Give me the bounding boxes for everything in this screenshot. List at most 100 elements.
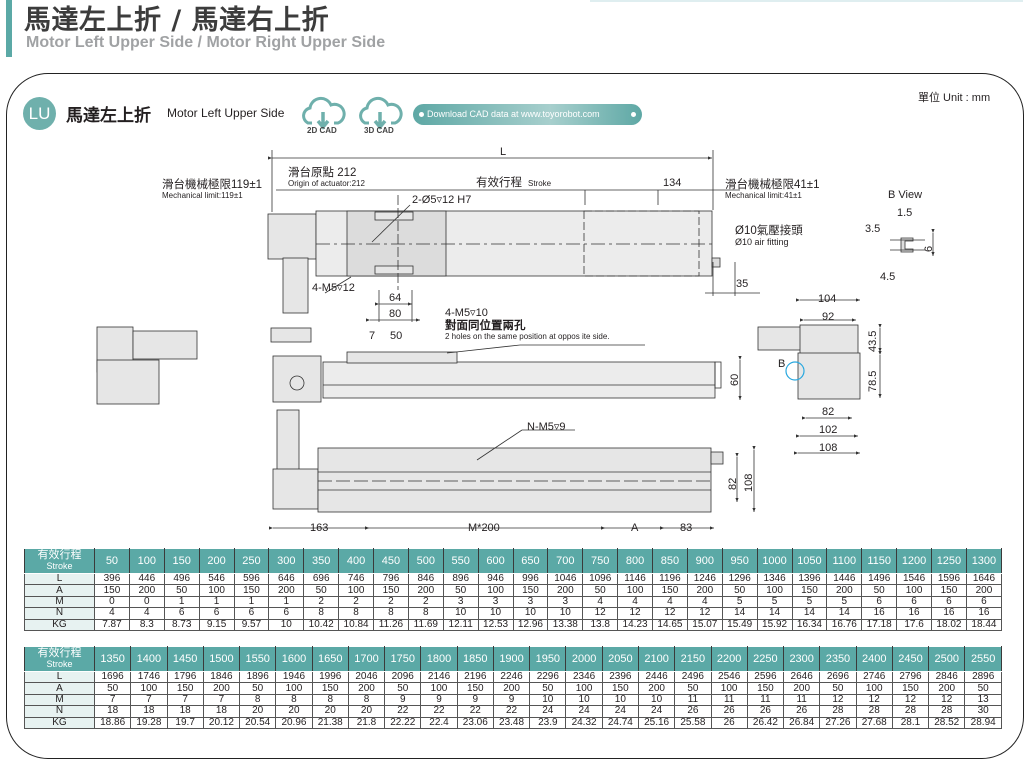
b-view-detail xyxy=(890,229,935,256)
table-cell: 7 xyxy=(93,693,132,707)
table-cell: 16.34 xyxy=(791,618,828,631)
table-cell: 2 xyxy=(303,595,340,609)
bottom-view xyxy=(269,409,756,530)
cad-2d-download-icon[interactable] xyxy=(300,90,346,136)
table-cell: 25.58 xyxy=(674,716,712,729)
table-cell: 150 xyxy=(601,682,639,695)
download-cad-button[interactable]: Download CAD data at www.toyorobot.com xyxy=(413,104,642,125)
bottom-dim-a: A xyxy=(631,522,639,534)
table-cell: 24.32 xyxy=(565,716,603,729)
table-cell: 22.22 xyxy=(384,716,422,729)
table-cell: 8 xyxy=(239,693,277,707)
cad-3d-label[interactable]: 3D CAD xyxy=(364,126,394,135)
table-cell: 0 xyxy=(128,595,165,609)
table-cell: 2596 xyxy=(746,670,785,684)
end-dim-104: 104 xyxy=(818,293,836,305)
cad-3d-download-icon[interactable] xyxy=(357,90,403,136)
table-cell: 1446 xyxy=(826,572,863,586)
table-cell: 1296 xyxy=(721,572,758,586)
header-accent-bar xyxy=(6,0,12,57)
table-cell: 996 xyxy=(512,572,549,586)
table-cell: 12.96 xyxy=(512,618,549,631)
table-cell: 14 xyxy=(826,607,863,620)
bullet-icon xyxy=(631,112,636,117)
stroke-value: 50 xyxy=(94,548,130,574)
row-label: N xyxy=(24,705,95,718)
table-cell: 200 xyxy=(826,584,863,597)
table-cell: 7 xyxy=(166,693,204,707)
table-cell: 746 xyxy=(338,572,374,586)
table-cell: 496 xyxy=(163,572,200,586)
table-cell: 1396 xyxy=(791,572,828,586)
table-cell: 18 xyxy=(166,705,204,718)
table-cell: 10 xyxy=(565,693,603,707)
dim-64: 64 xyxy=(389,292,401,304)
table-cell: 5 xyxy=(756,595,793,609)
side-view xyxy=(96,326,742,405)
table-cell: 10 xyxy=(442,607,479,620)
table-cell: 50 xyxy=(721,584,758,597)
stroke-value: 1700 xyxy=(347,646,386,672)
table-cell: 2 xyxy=(373,595,409,609)
table-cell: 50 xyxy=(529,682,567,695)
table-cell: 1546 xyxy=(896,572,932,586)
table-cell: 6 xyxy=(233,607,270,620)
row-label: M xyxy=(24,595,95,609)
table-cell: 7.87 xyxy=(94,618,130,631)
table-cell: 6 xyxy=(198,607,235,620)
section-title: 馬達左上折 xyxy=(66,106,151,126)
table-cell: 23.9 xyxy=(529,716,567,729)
table-cell: 23.06 xyxy=(456,716,494,729)
table-cell: 150 xyxy=(746,682,785,695)
bottom-dim-163: 163 xyxy=(310,522,328,534)
table-cell: 150 xyxy=(166,682,204,695)
stroke-value: 2100 xyxy=(637,646,676,672)
table-cell: 0 xyxy=(94,595,130,609)
table-cell: 28 xyxy=(819,705,857,718)
table-cell: 1146 xyxy=(617,572,653,586)
stroke-value: 1100 xyxy=(826,548,863,574)
table-cell: 6 xyxy=(163,607,200,620)
mech-limit-left-en: Mechanical limit:119±1 xyxy=(162,191,243,200)
table-cell: 8 xyxy=(275,693,313,707)
table-cell: 26 xyxy=(746,705,785,718)
table-cell: 1 xyxy=(163,595,200,609)
table-cell: 24 xyxy=(637,705,676,718)
header-divider xyxy=(590,0,1023,2)
table-cell: 100 xyxy=(617,584,653,597)
section-subtitle: Motor Left Upper Side xyxy=(167,106,285,120)
table-cell: 896 xyxy=(442,572,479,586)
table-cell: 50 xyxy=(384,682,422,695)
table-cell: 26.42 xyxy=(746,716,785,729)
table-cell: 50 xyxy=(163,584,200,597)
stroke-value: 2050 xyxy=(601,646,639,672)
table-cell: 7 xyxy=(202,693,241,707)
table-cell: 22.4 xyxy=(420,716,458,729)
cad-2d-label[interactable]: 2D CAD xyxy=(307,126,337,135)
table-cell: 546 xyxy=(198,572,235,586)
table-cell: 1 xyxy=(198,595,235,609)
table-cell: 10 xyxy=(529,693,567,707)
stroke-value: 300 xyxy=(268,548,305,574)
table-cell: 150 xyxy=(652,584,688,597)
table-cell: 28 xyxy=(855,705,893,718)
table-cell: 646 xyxy=(268,572,305,586)
table-cell: 18.86 xyxy=(93,716,132,729)
dim-80: 80 xyxy=(389,308,401,320)
dim-L: L xyxy=(500,146,506,158)
row-label: N xyxy=(24,607,95,620)
stroke-value: 2500 xyxy=(928,646,966,672)
table-cell: 6 xyxy=(896,595,932,609)
table-cell: 28.1 xyxy=(891,716,930,729)
table-cell: 9 xyxy=(420,693,458,707)
table-cell: 8 xyxy=(347,693,386,707)
b-view-dim-2: 3.5 xyxy=(865,223,880,235)
table-cell: 16.76 xyxy=(826,618,863,631)
table-cell: 10 xyxy=(512,607,549,620)
table-cell: 22 xyxy=(384,705,422,718)
download-cad-label: Download CAD data at www.toyorobot.com xyxy=(427,109,600,119)
table-cell: 3 xyxy=(512,595,549,609)
